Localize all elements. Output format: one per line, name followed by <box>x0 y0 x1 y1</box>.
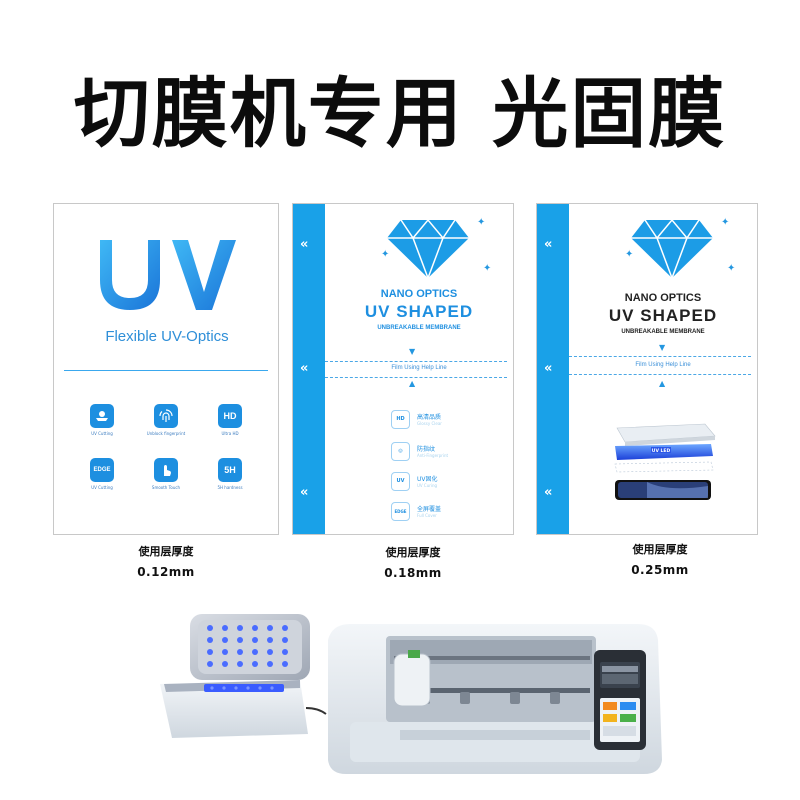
feature-label: UV Cutting <box>91 431 113 436</box>
help-line-top <box>325 361 507 362</box>
feature-label: 5H hardness <box>217 485 243 490</box>
side-stripe: « « « <box>537 204 569 534</box>
nano-optics-text: NANO OPTICS <box>380 288 458 300</box>
help-line-bottom <box>325 377 507 378</box>
divider <box>64 370 268 371</box>
chevron-left-icon: « <box>300 361 309 376</box>
feature-label: Ultra HD <box>221 431 239 436</box>
feature-sublabel: Full Cover <box>417 513 437 518</box>
uv-cutting-icon <box>90 404 114 428</box>
uv-shaped-text: UV SHAPED <box>364 302 474 321</box>
diamond-icon <box>631 218 713 280</box>
help-line-top <box>569 356 751 357</box>
caption-value: 0.18mm <box>384 566 442 580</box>
help-line-text: Film Using Help Line <box>635 362 691 368</box>
chevron-left-icon: « <box>300 485 309 500</box>
uv-curing-icon: UV <box>391 472 410 491</box>
hd-icon: HD <box>218 404 242 428</box>
feature-hd: HD Ultra HD <box>200 404 260 436</box>
sparkle-icon: ✦ <box>483 263 492 274</box>
card-title: Flexible UV-Optics <box>105 328 229 345</box>
page-headline: 切膜机专用 光固膜 <box>73 69 727 158</box>
sparkle-icon: ✦ <box>727 263 736 274</box>
sparkle-icon: ✦ <box>381 249 390 260</box>
fingerprint-icon: ◎ <box>391 442 410 461</box>
caption-018: 使用层厚度 0.18mm <box>350 544 476 580</box>
caption-012: 使用层厚度 0.12mm <box>103 543 229 579</box>
feature-label: 防指纹 <box>417 446 436 453</box>
feature-5h: 5H 5H hardness <box>200 458 260 490</box>
help-line-bottom <box>569 374 751 375</box>
uv-curing-box <box>160 614 327 738</box>
feature-edge: EDGE UV Cutting <box>72 458 132 490</box>
edge-icon: EDGE <box>391 502 410 521</box>
edge-icon: EDGE <box>90 458 114 482</box>
feature-row: UV UV固化 UV Curing <box>391 472 501 494</box>
arrow-up-icon: ▲ <box>659 379 666 388</box>
hd-icon: HD <box>391 410 410 429</box>
feature-row: EDGE 全屏覆盖 Full Cover <box>391 502 501 524</box>
machines-illustration <box>160 614 662 774</box>
fingerprint-icon <box>154 404 178 428</box>
feature-label: UV Cutting <box>91 485 113 490</box>
film-card-012: Flexible UV-Optics UV Cutting Unblock fi… <box>53 203 279 535</box>
caption-value: 0.25mm <box>631 563 689 577</box>
chevron-left-icon: « <box>544 485 553 500</box>
sparkle-icon: ✦ <box>477 217 486 228</box>
caption-value: 0.12mm <box>137 565 195 579</box>
chevron-left-icon: « <box>300 237 309 252</box>
film-cutting-machine <box>328 624 662 774</box>
arrow-down-icon: ▼ <box>659 343 666 352</box>
film-card-018: « « « ✦ ✦ ✦ NANO OPTICS UV SHAPED UNBREA… <box>292 203 514 535</box>
uv-shaped-text: UV SHAPED <box>608 306 718 325</box>
caption-title: 使用层厚度 <box>632 543 688 556</box>
feature-row: ◎ 防指纹 Anti-Fingerprint <box>391 442 501 464</box>
feature-sublabel: UV Curing <box>417 483 438 488</box>
caption-025: 使用层厚度 0.25mm <box>597 541 723 577</box>
chevron-left-icon: « <box>544 237 553 252</box>
feature-label: Smooth Touch <box>151 485 181 490</box>
feature-sublabel: Glossy Clear <box>417 421 442 426</box>
uv-logo-icon <box>100 240 236 310</box>
caption-title: 使用层厚度 <box>138 545 194 558</box>
feature-label: 高清品质 <box>417 414 442 421</box>
feature-sublabel: Anti-Fingerprint <box>417 453 449 458</box>
help-line-text: Film Using Help Line <box>391 365 447 371</box>
feature-label: Unblock fingerprint <box>146 431 186 436</box>
sparkle-icon: ✦ <box>625 249 634 260</box>
feature-fingerprint: Unblock fingerprint <box>136 404 196 436</box>
feature-row: HD 高清品质 Glossy Clear <box>391 410 501 432</box>
caption-title: 使用层厚度 <box>385 546 441 559</box>
membrane-text: UNBREAKABLE MEMBRANE <box>621 329 705 335</box>
feature-label: UV固化 <box>417 476 438 483</box>
side-stripe: « « « <box>293 204 325 534</box>
film-layers-illustration: UV LED <box>614 423 716 500</box>
touch-icon <box>154 458 178 482</box>
nano-optics-text: NANO OPTICS <box>624 292 702 304</box>
film-card-025: « « « ✦ ✦ ✦ NANO OPTICS UV SHAPED UNBREA… <box>536 203 758 535</box>
feature-label: 全屏覆盖 <box>417 506 442 513</box>
5h-icon: 5H <box>218 458 242 482</box>
arrow-up-icon: ▲ <box>409 379 416 388</box>
diamond-icon <box>387 218 469 280</box>
sparkle-icon: ✦ <box>721 217 730 228</box>
feature-uv-cutting: UV Cutting <box>72 404 132 436</box>
uv-led-label: UV LED <box>652 448 671 454</box>
arrow-down-icon: ▼ <box>409 347 416 356</box>
membrane-text: UNBREAKABLE MEMBRANE <box>377 325 461 331</box>
chevron-left-icon: « <box>544 361 553 376</box>
feature-touch: Smooth Touch <box>136 458 196 490</box>
